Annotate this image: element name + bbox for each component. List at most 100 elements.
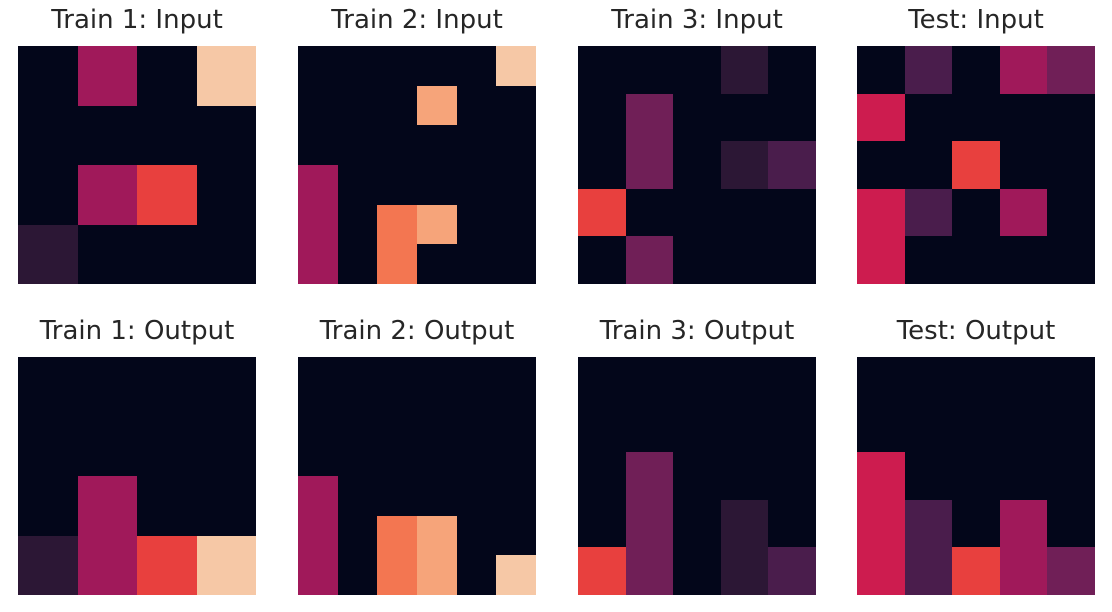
panel-title: Train 1: Output bbox=[39, 316, 235, 346]
grid-cell-r2-c2 bbox=[377, 436, 417, 476]
grid-cell-r3-c3 bbox=[196, 535, 256, 595]
grid-cell-r2-c1 bbox=[904, 141, 953, 189]
grid-train-2-output bbox=[298, 357, 536, 595]
grid-cell-r1-c5 bbox=[496, 396, 536, 437]
grid-cell-r2-c2 bbox=[137, 165, 197, 225]
grid-cell-r3-c4 bbox=[768, 499, 816, 548]
grid-cell-r2-c1 bbox=[337, 436, 378, 476]
grid-test-input bbox=[857, 46, 1095, 284]
grid-cell-r2-c4 bbox=[1047, 141, 1095, 189]
grid-cell-r0-c4 bbox=[768, 357, 816, 405]
panel-train-1-output: Train 1: Output bbox=[18, 311, 256, 595]
grid-cell-r0-c2 bbox=[673, 357, 721, 405]
grid-cell-r3-c2 bbox=[673, 188, 721, 237]
grid-cell-r2-c2 bbox=[673, 452, 721, 500]
grid-cell-r0-c2 bbox=[377, 357, 417, 397]
grid-cell-r2-c0 bbox=[578, 452, 626, 500]
grid-cell-r1-c3 bbox=[720, 404, 769, 453]
grid-cell-r2-c1 bbox=[337, 125, 378, 165]
grid-cell-r2-c2 bbox=[952, 452, 1000, 500]
grid-cell-r4-c4 bbox=[768, 236, 816, 284]
grid-cell-r1-c0 bbox=[298, 85, 338, 126]
grid-cell-r1-c1 bbox=[337, 85, 378, 126]
grid-cell-r1-c3 bbox=[196, 105, 256, 165]
grid-cell-r4-c3 bbox=[417, 204, 457, 245]
grid-cell-r0-c3 bbox=[196, 357, 256, 417]
grid-cell-r3-c4 bbox=[456, 476, 497, 516]
grid-cell-r2-c3 bbox=[999, 141, 1048, 189]
panel-test-output: Test: Output bbox=[857, 311, 1095, 595]
panel-train-3-output: Train 3: Output bbox=[578, 311, 816, 595]
grid-cell-r0-c2 bbox=[377, 46, 417, 86]
grid-cell-r1-c1 bbox=[904, 404, 953, 453]
grid-cell-r1-c1 bbox=[77, 105, 137, 165]
grid-cell-r3-c4 bbox=[768, 188, 816, 237]
grid-cell-r4-c2 bbox=[377, 204, 417, 245]
grid-cell-r0-c3 bbox=[417, 357, 457, 397]
grid-cell-r3-c2 bbox=[377, 476, 417, 516]
grid-cell-r4-c2 bbox=[377, 515, 417, 556]
grid-cell-r2-c1 bbox=[77, 165, 137, 225]
grid-cell-r1-c2 bbox=[673, 93, 721, 142]
grid-cell-r0-c3 bbox=[417, 46, 457, 86]
panel-title: Train 2: Output bbox=[319, 316, 515, 346]
grid-cell-r2-c3 bbox=[417, 436, 457, 476]
grid-cell-r0-c0 bbox=[578, 357, 626, 405]
grid-cell-r4-c1 bbox=[625, 236, 674, 284]
grid-cell-r3-c5 bbox=[496, 476, 536, 516]
grid-cell-r3-c1 bbox=[337, 476, 378, 516]
grid-cell-r2-c5 bbox=[496, 125, 536, 165]
grid-cell-r3-c2 bbox=[952, 499, 1000, 548]
grid-cell-r1-c3 bbox=[999, 93, 1048, 142]
grid-cell-r3-c0 bbox=[18, 224, 78, 284]
grid-cell-r1-c2 bbox=[952, 404, 1000, 453]
grid-train-2-input bbox=[298, 46, 536, 284]
grid-cell-r3-c1 bbox=[625, 188, 674, 237]
grid-cell-r0-c0 bbox=[298, 357, 338, 397]
grid-cell-r4-c3 bbox=[720, 236, 769, 284]
grid-cell-r1-c0 bbox=[857, 404, 905, 453]
grid-cell-r0-c5 bbox=[496, 357, 536, 397]
grid-cell-r3-c2 bbox=[137, 224, 197, 284]
grid-cell-r4-c4 bbox=[456, 515, 497, 556]
grid-cell-r3-c1 bbox=[337, 165, 378, 205]
grid-cell-r3-c3 bbox=[999, 188, 1048, 237]
grid-cell-r2-c3 bbox=[999, 452, 1048, 500]
grid-cell-r5-c0 bbox=[298, 244, 338, 284]
grid-cell-r5-c2 bbox=[377, 244, 417, 284]
grid-cell-r0-c3 bbox=[196, 46, 256, 106]
grid-cell-r4-c0 bbox=[857, 236, 905, 284]
grid-cell-r5-c3 bbox=[417, 244, 457, 284]
grid-cell-r4-c1 bbox=[904, 236, 953, 284]
grid-cell-r1-c2 bbox=[377, 396, 417, 437]
grid-cell-r1-c3 bbox=[720, 93, 769, 142]
grid-cell-r5-c1 bbox=[337, 555, 378, 595]
grid-cell-r4-c1 bbox=[337, 515, 378, 556]
grid-train-1-input bbox=[18, 46, 256, 284]
grid-cell-r0-c1 bbox=[904, 46, 953, 94]
grid-cell-r4-c5 bbox=[496, 204, 536, 245]
grid-cell-r0-c1 bbox=[625, 357, 674, 405]
grid-cell-r1-c3 bbox=[999, 404, 1048, 453]
grid-cell-r0-c3 bbox=[720, 46, 769, 94]
grid-train-3-output bbox=[578, 357, 816, 595]
grid-cell-r2-c3 bbox=[196, 476, 256, 536]
grid-cell-r3-c0 bbox=[298, 165, 338, 205]
grid-cell-r2-c2 bbox=[952, 141, 1000, 189]
grid-cell-r4-c4 bbox=[1047, 236, 1095, 284]
grid-cell-r4-c3 bbox=[999, 547, 1048, 595]
grid-cell-r0-c1 bbox=[337, 46, 378, 86]
grid-cell-r4-c0 bbox=[298, 204, 338, 245]
panel-title: Train 2: Input bbox=[331, 5, 503, 35]
panel-title: Test: Output bbox=[896, 316, 1056, 346]
grid-cell-r3-c0 bbox=[857, 188, 905, 237]
grid-cell-r3-c0 bbox=[578, 499, 626, 548]
grid-cell-r0-c1 bbox=[625, 46, 674, 94]
grid-cell-r1-c1 bbox=[77, 416, 137, 476]
grid-cell-r2-c3 bbox=[720, 452, 769, 500]
grid-test-output bbox=[857, 357, 1095, 595]
grid-cell-r4-c0 bbox=[298, 515, 338, 556]
grid-cell-r1-c0 bbox=[857, 93, 905, 142]
grid-cell-r3-c4 bbox=[1047, 499, 1095, 548]
grid-cell-r3-c3 bbox=[999, 499, 1048, 548]
